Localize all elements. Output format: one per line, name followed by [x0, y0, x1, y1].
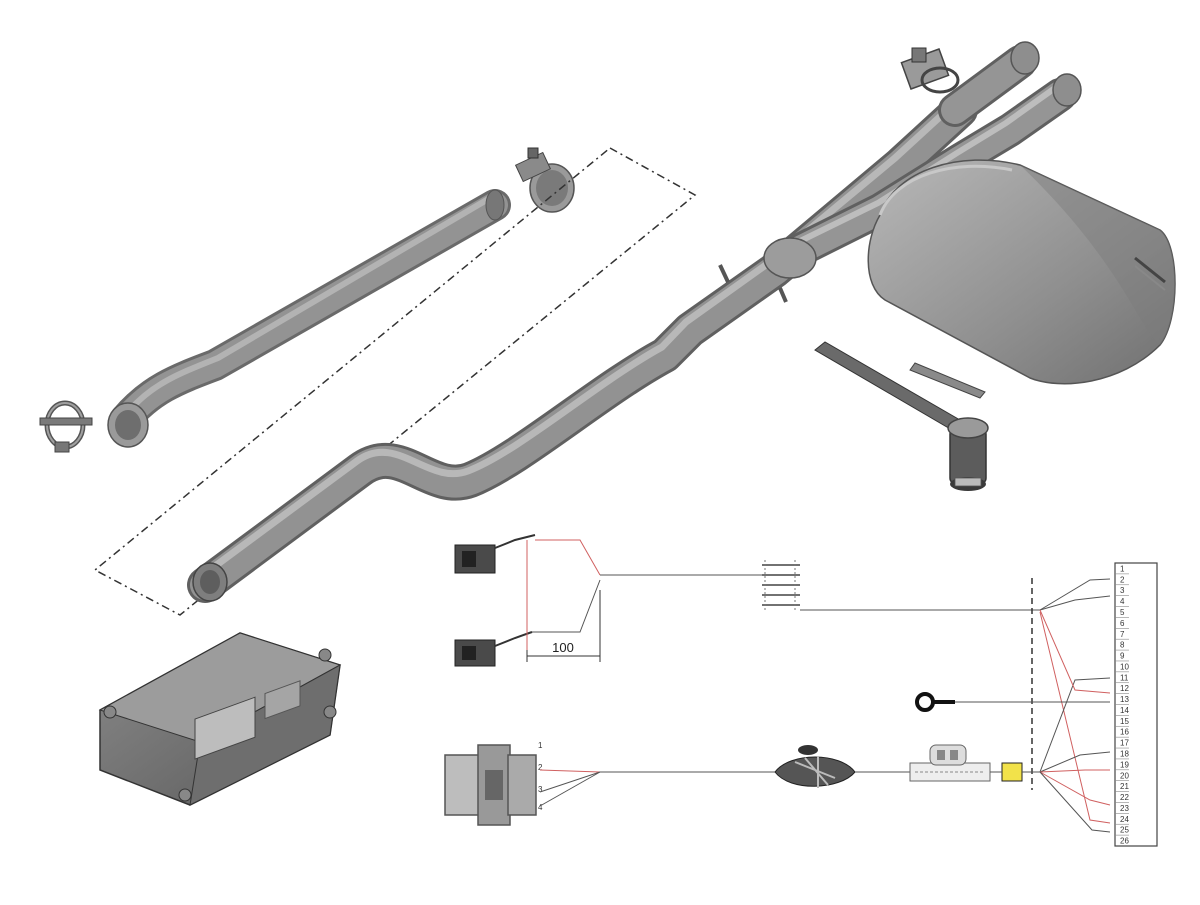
plug-pin-label: 3	[538, 785, 543, 794]
exhaust-flap-actuator	[900, 47, 960, 94]
connector-pin-label: 18	[1120, 749, 1129, 758]
connector-pin-label: 21	[1120, 782, 1129, 791]
connector-pin-label: 16	[1120, 728, 1129, 737]
connector-pin-label: 19	[1120, 760, 1129, 769]
connector-pin-label: 25	[1120, 826, 1129, 835]
terminal-connector-upper	[454, 534, 536, 574]
main-exhaust-pipe	[187, 41, 1082, 603]
connector-pin-label: 3	[1120, 586, 1125, 595]
sensor-connector	[909, 744, 991, 782]
connector-pin-label: 22	[1120, 793, 1129, 802]
harness-clip-stack	[762, 560, 800, 612]
connector-pin-label: 12	[1120, 684, 1129, 693]
plug-pin-label: 1	[538, 741, 543, 750]
connector-pin-label: 24	[1120, 815, 1129, 824]
connector-pin-label: 7	[1120, 630, 1125, 639]
connector-pin-label: 13	[1120, 695, 1129, 704]
plug-pin-label: 2	[538, 763, 543, 772]
connector-pin-label: 17	[1120, 739, 1129, 748]
connector-block-26pin: 1234567891011121314151617181920212223242…	[1114, 562, 1158, 847]
terminal-connector-lower	[454, 631, 533, 667]
connector-pin-label: 20	[1120, 771, 1129, 780]
plug-pin-label: 4	[538, 803, 543, 812]
connector-pin-label: 26	[1120, 837, 1129, 846]
fuse	[1001, 762, 1023, 782]
ring-terminal	[915, 692, 955, 712]
rubber-mount	[947, 417, 989, 491]
connector-pin-label: 5	[1120, 608, 1125, 617]
dimension-100: 100	[526, 590, 601, 662]
wiring-harness: 100	[444, 534, 1158, 847]
rear-muffler	[867, 159, 1176, 385]
four-pin-plug	[444, 744, 537, 826]
cable-grommet	[774, 745, 856, 788]
connector-pin-labels: 1234567891011121314151617181920212223242…	[1115, 564, 1129, 846]
connector-pin-label: 9	[1120, 652, 1125, 661]
connector-pin-label: 11	[1120, 673, 1129, 682]
connector-pin-label: 14	[1120, 706, 1129, 715]
pipe-clamp-left	[39, 400, 93, 453]
assembly-outline	[93, 147, 697, 616]
mounting-strap	[814, 341, 986, 431]
connector-pin-label: 4	[1120, 597, 1125, 606]
dimension-label: 100	[552, 640, 574, 655]
connector-pin-label: 10	[1120, 662, 1129, 671]
plug-pin-labels: 1 2 3 4	[538, 741, 543, 812]
pipe-clamp-top	[514, 147, 575, 213]
connector-pin-label: 1	[1120, 564, 1125, 573]
connector-pin-label: 15	[1120, 717, 1129, 726]
connector-pin-label: 23	[1120, 804, 1129, 813]
connector-pin-label: 6	[1120, 619, 1125, 628]
connector-pin-label: 8	[1120, 641, 1125, 650]
front-pipe-section	[107, 189, 511, 448]
connector-pin-label: 2	[1120, 575, 1125, 584]
control-module	[98, 632, 342, 806]
